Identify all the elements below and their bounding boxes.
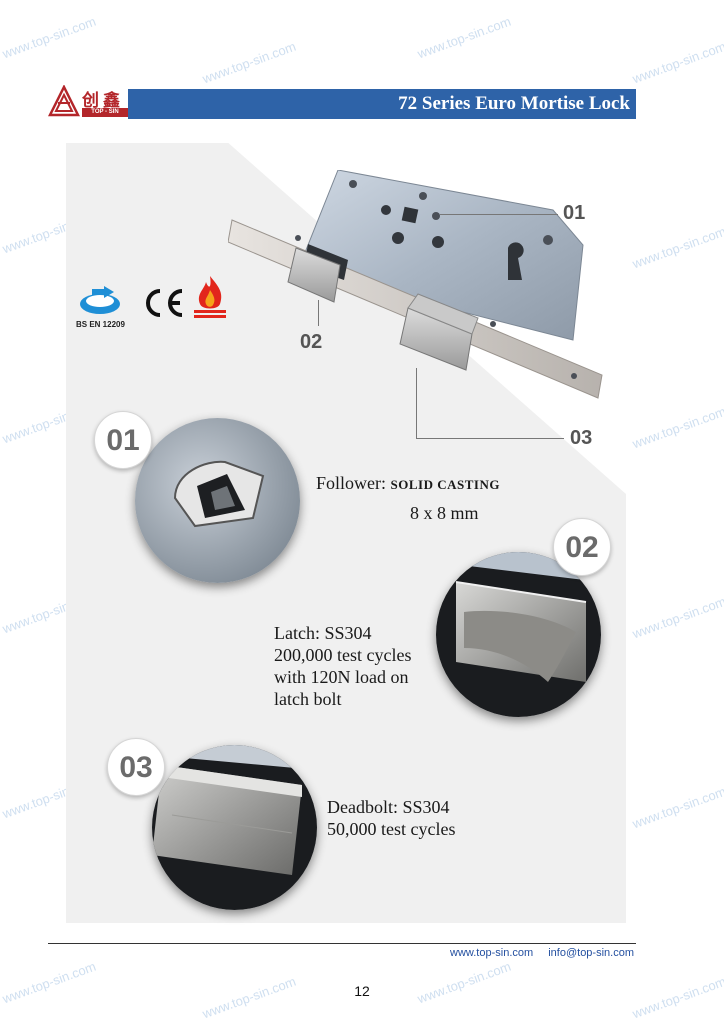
badge-01: 01 bbox=[94, 411, 152, 469]
follower-label: Follower: bbox=[316, 473, 386, 493]
badge-02: 02 bbox=[553, 518, 611, 576]
watermark: www.top-sin.com bbox=[630, 783, 724, 832]
follower-value: SOLID CASTING bbox=[390, 477, 500, 492]
watermark: www.top-sin.com bbox=[630, 593, 724, 642]
latch-spec: Latch: SS304 200,000 test cycles with 12… bbox=[274, 622, 411, 710]
logo-mark-icon bbox=[48, 85, 80, 117]
mortise-lock-image bbox=[228, 170, 603, 399]
ce-mark-icon bbox=[146, 289, 183, 317]
brand-logo: 创鑫 TOP - SIN bbox=[48, 85, 128, 121]
callout-02: 02 bbox=[300, 331, 323, 353]
latch-line-3: with 120N load on bbox=[274, 667, 409, 687]
badge-03: 03 bbox=[107, 738, 165, 796]
brand-name-cn: 创鑫 bbox=[82, 91, 124, 111]
watermark: www.top-sin.com bbox=[0, 13, 98, 62]
follower-size: 8 x 8 mm bbox=[410, 503, 479, 523]
watermark: www.top-sin.com bbox=[630, 223, 724, 272]
deadbolt-spec: Deadbolt: SS304 50,000 test cycles bbox=[327, 796, 455, 840]
email-link[interactable]: info@top-sin.com bbox=[548, 947, 634, 959]
callout-line-01 bbox=[440, 214, 558, 215]
footer-contact: www.top-sin.com info@top-sin.com bbox=[450, 947, 634, 959]
latch-line-2: 200,000 test cycles bbox=[274, 645, 412, 665]
watermark: www.top-sin.com bbox=[415, 13, 513, 62]
watermark: www.top-sin.com bbox=[630, 403, 724, 452]
footer-divider bbox=[48, 943, 636, 944]
latch-photo bbox=[436, 552, 601, 717]
page-title: 72 Series Euro Mortise Lock bbox=[398, 93, 630, 114]
brand-name-en: TOP - SIN bbox=[82, 108, 128, 117]
watermark: www.top-sin.com bbox=[200, 38, 298, 87]
callout-03: 03 bbox=[570, 427, 593, 449]
follower-spec: Follower: SOLID CASTING bbox=[316, 472, 500, 496]
latch-line-4: latch bolt bbox=[274, 689, 342, 709]
deadbolt-photo bbox=[152, 745, 317, 910]
page-number: 12 bbox=[354, 983, 370, 999]
fire-rating-icon bbox=[194, 276, 226, 318]
deadbolt-detail-image bbox=[152, 745, 317, 910]
callout-line-03-v bbox=[416, 368, 417, 438]
follower-photo bbox=[135, 418, 300, 583]
follower-detail-image bbox=[135, 418, 300, 583]
latch-detail-image bbox=[436, 552, 601, 717]
callout-line-03-h bbox=[416, 438, 564, 439]
latch-line-1: Latch: SS304 bbox=[274, 623, 372, 643]
standard-label: BS EN 12209 bbox=[76, 320, 125, 329]
watermark: www.top-sin.com bbox=[630, 38, 724, 87]
circular-arrow-icon bbox=[80, 286, 120, 314]
callout-01: 01 bbox=[563, 202, 586, 224]
website-link[interactable]: www.top-sin.com bbox=[450, 947, 534, 959]
title-bar: 72 Series Euro Mortise Lock bbox=[128, 89, 636, 119]
deadbolt-line-1: Deadbolt: SS304 bbox=[327, 797, 450, 817]
deadbolt-line-2: 50,000 test cycles bbox=[327, 819, 456, 839]
certifications: BS EN 12209 bbox=[76, 272, 246, 334]
callout-line-02 bbox=[318, 300, 319, 326]
page-header: 创鑫 TOP - SIN 72 Series Euro Mortise Lock bbox=[48, 85, 636, 121]
